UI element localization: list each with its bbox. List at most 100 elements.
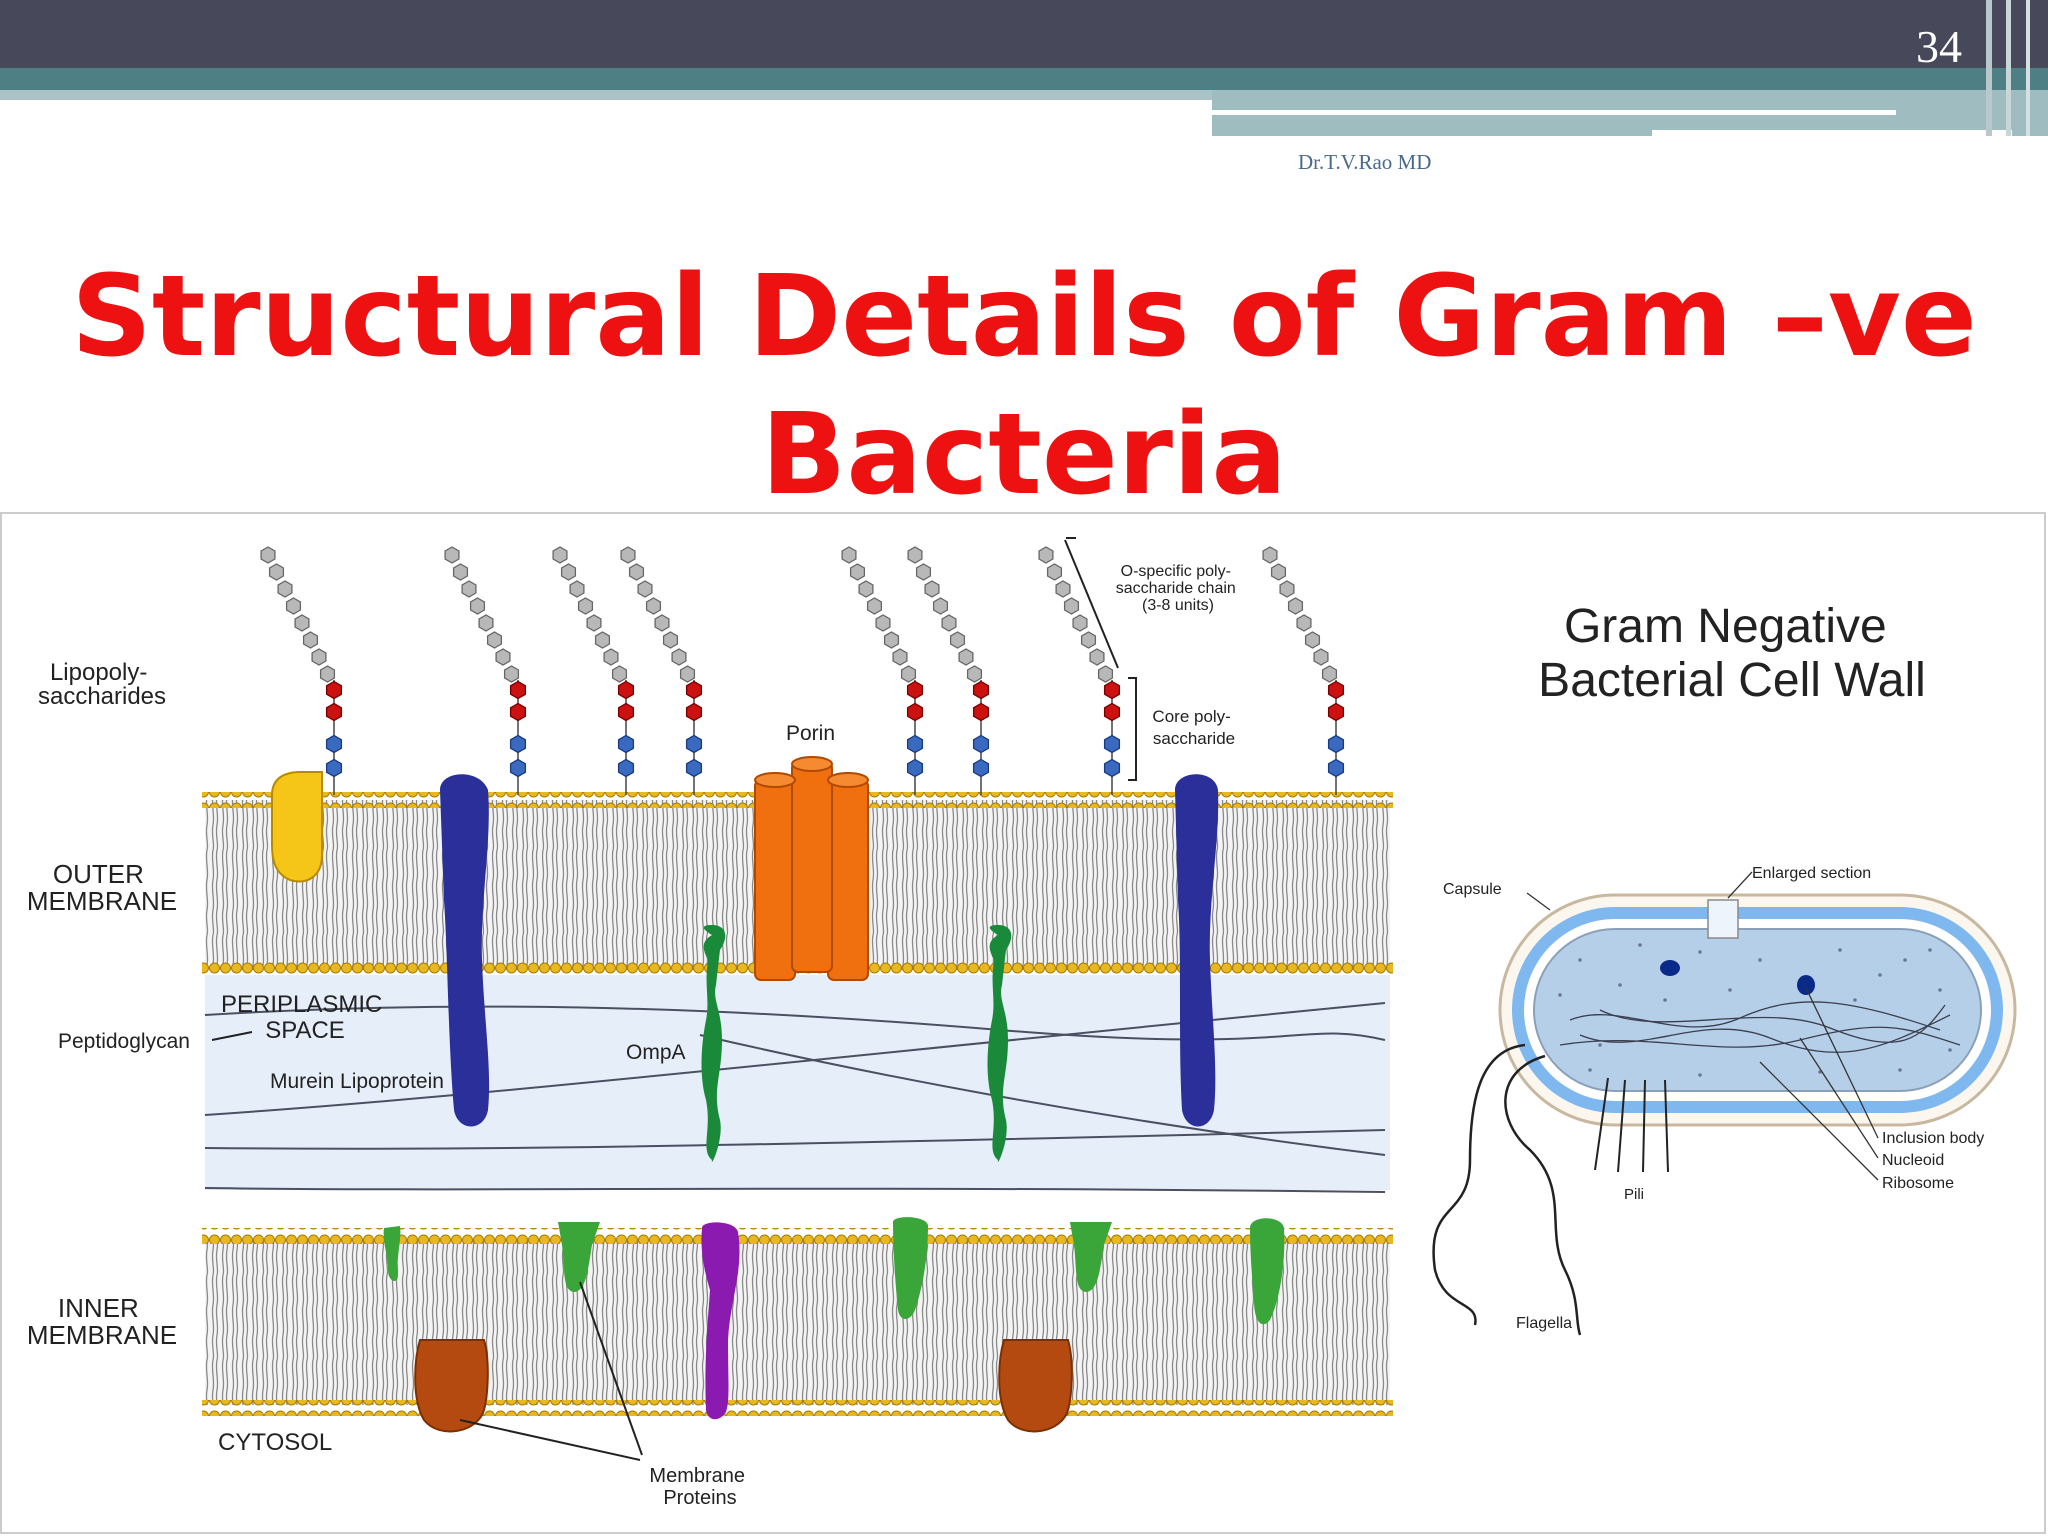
o-antigen-sugar [620,546,636,564]
o-antigen-sugar [941,614,957,632]
o-antigen-sugar [841,546,857,564]
o-antigen-sugar [907,546,923,564]
corner-bar-3 [2026,0,2030,136]
ribosome-dot [1558,993,1562,997]
o-antigen-sugar [1287,597,1304,615]
o-antigen-sugar [594,631,611,649]
o-antigen-sugar [285,597,302,615]
o-antigen-sugar [1313,648,1329,666]
porin-barrel-left [754,779,796,981]
inner-tails-upper [205,1240,1390,1320]
label-ribosome: Ribosome [1882,1175,1954,1192]
label-inclusion-body: Inclusion body [1882,1130,1984,1147]
inner-protein-5 [1250,1218,1285,1325]
ribosome-dot [1878,973,1882,977]
white-line-2 [1652,130,2012,136]
inner-tails-lower [205,1320,1390,1405]
inclusion-body-1 [1660,960,1680,976]
o-antigen-sugar [552,546,568,564]
corner-bar-1 [1986,0,1992,136]
core-sugar [685,680,703,700]
core-sugar [509,680,527,700]
o-antigen-sugar [1262,546,1278,564]
o-antigen-sugar [603,648,619,666]
o-antigen-sugar [560,563,577,581]
o-antigen-sugar [654,614,670,632]
porin-protein [754,756,869,981]
ribosome-dot [1728,988,1732,992]
cell-leader-lines [1526,871,1879,1181]
o-antigen-sugar [486,631,503,649]
o-antigen-sugar [671,648,687,666]
inner-protein-1 [383,1226,401,1282]
core-sugar [617,680,635,700]
core-sugar [685,702,703,722]
core-sugar [685,758,703,778]
core-sugar [1103,680,1121,700]
o-antigen-sugar [892,648,908,666]
core-sugar [972,734,990,754]
ribosome-dot [1853,998,1857,1002]
o-antigen-sugar [268,563,285,581]
core-sugar [906,758,924,778]
core-sugar [509,758,527,778]
murein-lipoprotein-right [1175,774,1219,1127]
porin-top-center [791,756,833,772]
ribosome-dot [1928,948,1932,952]
o-antigen-sugar [577,597,594,615]
o-antigen-sugar [495,648,511,666]
core-sugar [1327,758,1345,778]
o-antigen-sugar [1072,614,1088,632]
core-sugar [325,758,343,778]
o-antigen-sugar [1080,631,1097,649]
bacterial-cell [1432,871,2017,1336]
brown-protein-right [998,1339,1073,1433]
corner-bar-2 [2006,0,2011,136]
core-sugar [617,758,635,778]
ribosome-dot [1598,1043,1602,1047]
core-sugar [1327,702,1345,722]
o-antigen-sugar [645,597,662,615]
label-inner-membrane: INNER MEMBRANE [27,1293,177,1350]
core-sugar [325,680,343,700]
ribosome-dot [1938,988,1942,992]
label-outer-membrane: OUTER MEMBRANE [27,859,177,916]
ribosome-dot [1663,998,1667,1002]
o-antigen-sugar [1038,546,1054,564]
gram-negative-diagram: Lipopoly- saccharides OUTER MEMBRANE Pep… [0,512,2046,1534]
ribosome-dot [1618,983,1622,987]
porin-barrel-right [827,779,869,981]
core-sugar [972,702,990,722]
label-pili: Pili [1624,1186,1644,1203]
purple-protein [701,1222,740,1420]
o-antigen-sugar [1270,563,1287,581]
o-antigen-sugar [966,665,983,683]
o-antigen-sugar [1089,648,1105,666]
brown-protein-left [414,1339,489,1433]
o-antigen-sugar [452,563,469,581]
o-antigen-sugar [679,665,696,683]
ribosome-dot [1948,1048,1952,1052]
o-antigen-sugar [478,614,494,632]
o-antigen-sugar [1063,597,1080,615]
core-sugar [325,702,343,722]
o-antigen-sugar [932,597,949,615]
label-porin: Porin [786,722,835,745]
inner-protein-4 [1070,1222,1112,1292]
o-antigen-sugar [469,597,486,615]
ribosome-dot [1903,958,1907,962]
ribosome-dot [1698,1073,1702,1077]
core-sugar [906,702,924,722]
ribosome-dot [1698,950,1702,954]
inner-membrane-bilayer [202,1228,1393,1416]
o-antigen-sugar [444,546,460,564]
core-sugar [972,758,990,778]
o-antigen-sugar [586,614,602,632]
light-stripe [0,90,1212,100]
murein-lipoprotein-left [440,774,490,1127]
ribosomes [1558,943,1952,1077]
ribosome-dot [1758,958,1762,962]
o-antigen-sugar [915,563,932,581]
core-sugar [617,734,635,754]
o-antigen-sugar [611,665,628,683]
